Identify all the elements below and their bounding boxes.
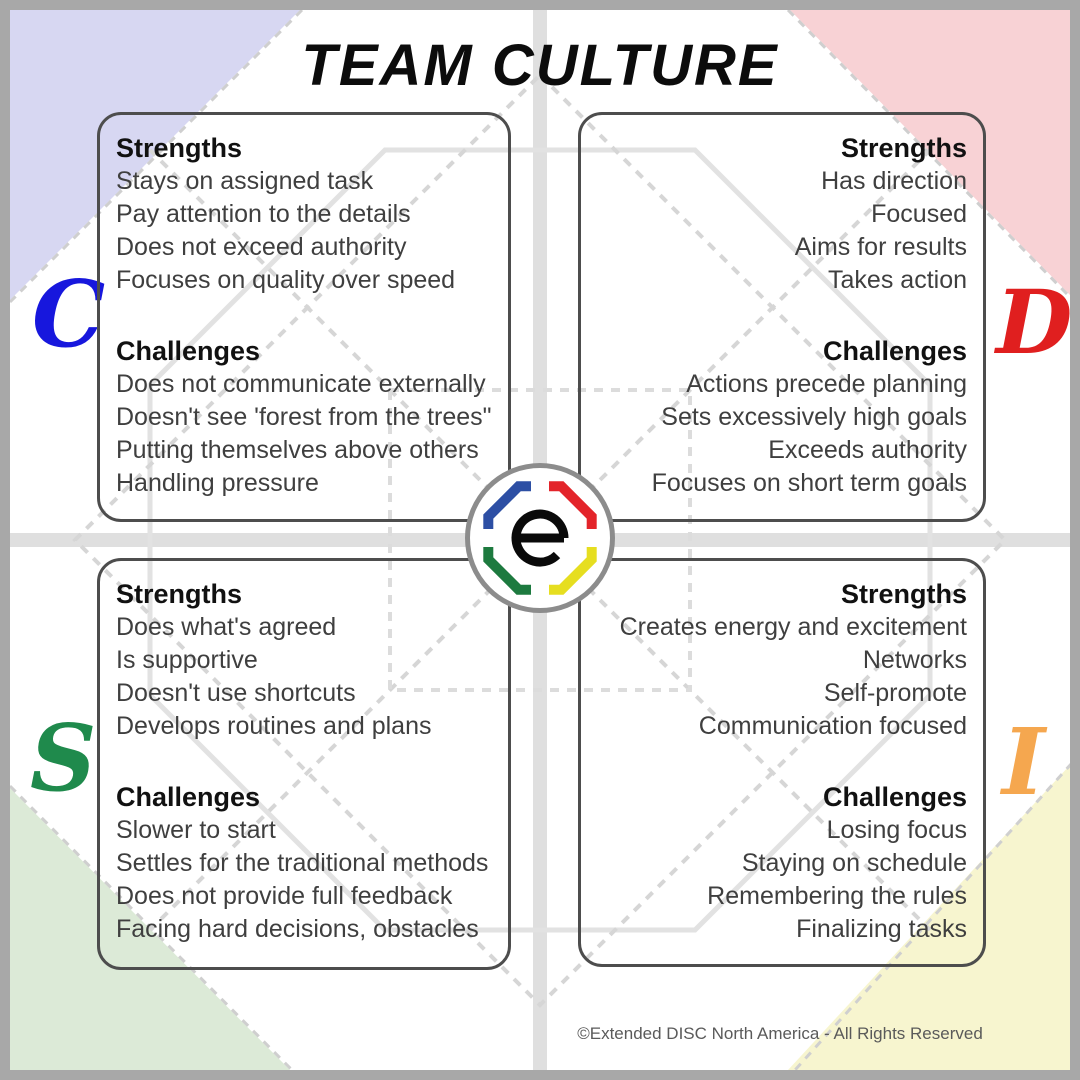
extended-disc-e-icon xyxy=(483,481,597,595)
quadrant-d-box: Strengths Has direction Focused Aims for… xyxy=(578,112,986,522)
strength-item: Has direction xyxy=(821,167,967,195)
disc-letter-s: S xyxy=(30,704,97,812)
challenge-item: Focuses on short term goals xyxy=(651,469,967,497)
challenge-item: Handling pressure xyxy=(116,469,319,497)
challenge-item: Does not communicate externally xyxy=(116,370,486,398)
challenge-item: Actions precede planning xyxy=(686,370,967,398)
challenge-item: Staying on schedule xyxy=(741,849,967,877)
strength-item: Does what's agreed xyxy=(116,613,337,641)
strength-item: Creates energy and excitement xyxy=(619,613,967,641)
strength-item: Stays on assigned task xyxy=(116,167,374,195)
quadrant-c-box: Strengths Stays on assigned task Pay att… xyxy=(97,112,511,522)
challenges-heading: Challenges xyxy=(822,336,967,366)
disc-letter-i: I xyxy=(1002,708,1046,816)
challenge-item: Sets excessively high goals xyxy=(661,403,967,431)
challenge-item: Remembering the rules xyxy=(707,882,967,910)
challenge-item: Exceeds authority xyxy=(768,436,967,464)
strength-item: Pay attention to the details xyxy=(116,200,411,228)
quadrant-s-box: Strengths Does what's agreed Is supporti… xyxy=(97,558,511,970)
strength-item: Focused xyxy=(871,200,967,228)
copyright-text: ©Extended DISC North America - All Right… xyxy=(577,1024,983,1043)
quadrant-i-box: Strengths Creates energy and excitement … xyxy=(578,558,986,967)
strengths-heading: Strengths xyxy=(116,579,243,609)
strength-item: Takes action xyxy=(828,266,967,294)
disc-letter-c: C xyxy=(32,260,106,368)
strength-item: Self-promote xyxy=(823,679,967,707)
challenge-item: Settles for the traditional methods xyxy=(116,849,489,877)
challenge-item: Does not provide full feedback xyxy=(116,882,453,910)
strength-item: Doesn't use shortcuts xyxy=(116,679,356,707)
challenge-item: Doesn't see 'forest from the trees" xyxy=(116,403,492,431)
challenge-item: Slower to start xyxy=(116,816,276,844)
strength-item: Aims for results xyxy=(794,233,967,261)
challenge-item: Facing hard decisions, obstacles xyxy=(116,915,479,943)
strengths-heading: Strengths xyxy=(840,133,967,163)
strength-item: Communication focused xyxy=(698,712,967,740)
strength-item: Develops routines and plans xyxy=(116,712,432,740)
disc-letter-d: D xyxy=(996,270,1073,374)
challenges-heading: Challenges xyxy=(822,782,967,812)
challenge-item: Finalizing tasks xyxy=(796,915,967,943)
challenges-heading: Challenges xyxy=(116,336,261,366)
challenge-item: Losing focus xyxy=(826,816,967,844)
challenges-heading: Challenges xyxy=(116,782,261,812)
strength-item: Networks xyxy=(862,646,967,674)
strengths-heading: Strengths xyxy=(116,133,243,163)
page-title: TEAM CULTURE xyxy=(301,33,779,98)
extended-disc-logo xyxy=(465,463,615,613)
strength-item: Focuses on quality over speed xyxy=(116,266,456,294)
strengths-heading: Strengths xyxy=(840,579,967,609)
strength-item: Does not exceed authority xyxy=(116,233,407,261)
challenge-item: Putting themselves above others xyxy=(116,436,479,464)
strength-item: Is supportive xyxy=(116,646,258,674)
